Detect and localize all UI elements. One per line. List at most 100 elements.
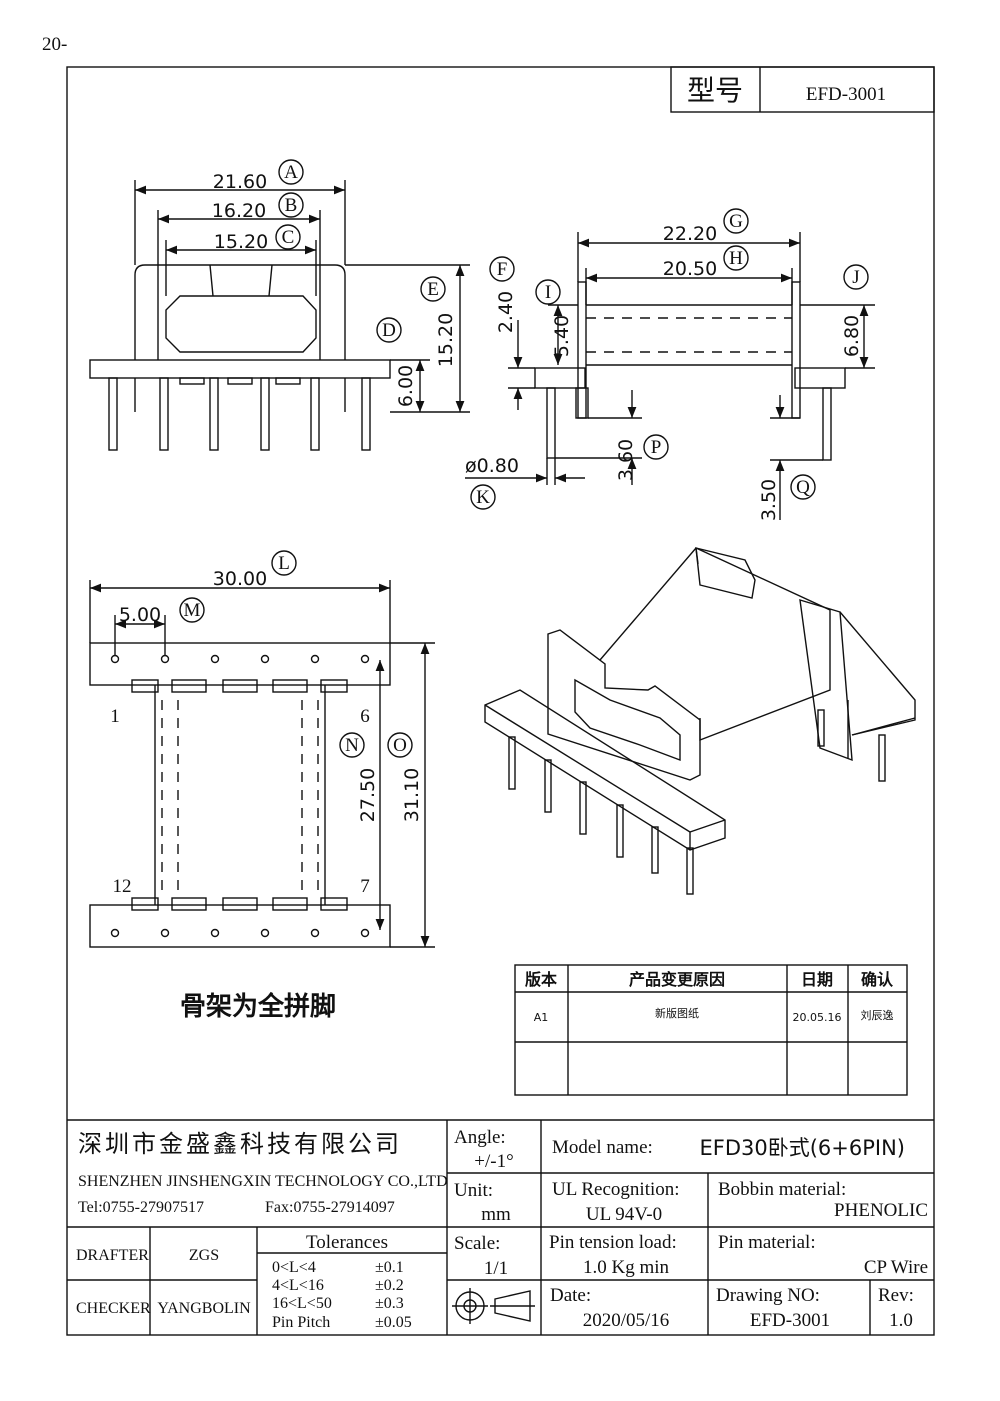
drafter-value: ZGS — [189, 1247, 219, 1264]
marker-d: D — [382, 320, 396, 341]
dim-q-value: 3.50 — [758, 479, 780, 521]
pin-label-7: 7 — [360, 876, 370, 897]
dim-h-value: 20.50 — [663, 258, 717, 280]
scale-value: 1/1 — [484, 1258, 508, 1279]
rev-row-date: 20.05.16 — [793, 1011, 842, 1024]
dim-i-value: 5.40 — [551, 315, 573, 357]
drawing-frame — [66, 66, 935, 1336]
top-view-dimensions — [89, 580, 435, 948]
unit-value: mm — [481, 1204, 511, 1225]
scale-label: Scale: — [454, 1233, 500, 1254]
pin-label-12: 12 — [113, 876, 132, 897]
tolerances-title: Tolerances — [306, 1232, 388, 1253]
marker-h: H — [729, 248, 743, 269]
marker-m: M — [184, 600, 201, 621]
marker-o: O — [393, 735, 407, 756]
rev-row-reason: 新版图纸 — [655, 1006, 699, 1020]
drawing-no-value: EFD-3001 — [750, 1310, 830, 1331]
marker-g: G — [729, 211, 743, 232]
marker-i: I — [545, 282, 551, 303]
tolerance-value-4: ±0.05 — [375, 1314, 412, 1331]
dim-f-value: 2.40 — [495, 291, 517, 333]
dim-j-value: 6.80 — [841, 315, 863, 357]
marker-l: L — [278, 553, 290, 574]
revision-table — [514, 964, 908, 1096]
marker-b: B — [285, 195, 298, 216]
model-box: 型号 EFD-3001 — [670, 66, 935, 113]
pin-material-label: Pin material: — [718, 1232, 816, 1253]
front-view — [89, 264, 391, 451]
marker-a: A — [284, 162, 298, 183]
dim-e-value: 15.20 — [435, 313, 457, 367]
pin-tension-label: Pin tension load: — [549, 1232, 677, 1253]
dim-n-value: 27.50 — [357, 768, 379, 822]
drafter-label: DRAFTER — [76, 1247, 149, 1264]
marker-p: P — [651, 437, 662, 458]
marker-c: C — [282, 227, 295, 248]
isometric-view — [484, 547, 916, 895]
marker-j: J — [852, 267, 859, 288]
model-name-value: EFD30卧式(6+6PIN) — [699, 1136, 905, 1160]
rev-value: 1.0 — [889, 1310, 913, 1331]
ul-label: UL Recognition: — [552, 1179, 680, 1200]
rev-label: Rev: — [878, 1285, 914, 1306]
side-view — [534, 281, 846, 461]
tolerance-range-3: 16<L<50 — [272, 1295, 332, 1312]
rev-header-date: 日期 — [801, 970, 833, 989]
dim-l-value: 30.00 — [213, 568, 267, 590]
marker-q: Q — [796, 477, 810, 498]
company-tel: Tel:0755-27907517 — [78, 1199, 204, 1216]
model-box-value: EFD-3001 — [806, 84, 886, 105]
company-name-cn: 深圳市金盛鑫科技有限公司 — [78, 1130, 402, 1158]
marker-n: N — [345, 735, 359, 756]
rev-row-confirm: 刘辰逸 — [861, 1009, 894, 1022]
top-view — [89, 642, 391, 948]
bobbin-note: 骨架为全拼脚 — [180, 991, 336, 1022]
ul-value: UL 94V-0 — [586, 1204, 662, 1225]
marker-e: E — [427, 279, 439, 300]
drawing-no-label: Drawing NO: — [716, 1285, 820, 1306]
unit-label: Unit: — [454, 1180, 493, 1201]
dim-a-value: 21.60 — [213, 171, 267, 193]
dim-o-value: 31.10 — [401, 768, 423, 822]
checker-label: CHECKER — [76, 1300, 151, 1317]
company-fax: Fax:0755-27914097 — [265, 1199, 395, 1216]
angle-value: +/-1° — [474, 1151, 513, 1172]
dim-m-value: 5.00 — [119, 604, 161, 626]
tolerance-value-1: ±0.1 — [375, 1259, 404, 1276]
pin-label-1: 1 — [110, 706, 120, 727]
rev-header-reason: 产品变更原因 — [629, 970, 725, 989]
bobbin-material-value: PHENOLIC — [834, 1200, 928, 1221]
front-view-dimensions — [134, 180, 470, 413]
model-box-label: 型号 — [687, 74, 743, 107]
title-block — [67, 1119, 934, 1335]
dimension-markers: A B C D E F G H I J K P Q L M N O — [179, 159, 869, 758]
pin-label-6: 6 — [360, 706, 370, 727]
marker-k: K — [476, 487, 490, 508]
rev-row-version: A1 — [534, 1011, 549, 1024]
angle-label: Angle: — [454, 1127, 506, 1148]
marker-f: F — [497, 259, 508, 280]
bobbin-material-label: Bobbin material: — [718, 1179, 846, 1200]
tolerance-value-2: ±0.2 — [375, 1277, 404, 1294]
rev-header-version: 版本 — [524, 970, 557, 989]
tolerance-range-2: 4<L<16 — [272, 1277, 324, 1294]
date-value: 2020/05/16 — [583, 1310, 670, 1331]
rev-header-confirm: 确认 — [861, 970, 894, 989]
model-name-label: Model name: — [552, 1137, 653, 1158]
page-number: 20- — [42, 34, 67, 55]
checker-value: YANGBOLIN — [157, 1300, 251, 1317]
company-name-en: SHENZHEN JINSHENGXIN TECHNOLOGY CO.,LTD — [78, 1173, 448, 1190]
dim-g-value: 22.20 — [663, 223, 717, 245]
side-view-dimensions — [465, 232, 875, 520]
dim-k-value: ø0.80 — [465, 455, 519, 477]
dim-d-value: 6.00 — [395, 365, 417, 407]
date-label: Date: — [550, 1285, 591, 1306]
dim-b-value: 16.20 — [212, 200, 266, 222]
pin-tension-value: 1.0 Kg min — [583, 1257, 670, 1278]
tolerance-range-1: 0<L<4 — [272, 1259, 316, 1276]
tolerance-value-3: ±0.3 — [375, 1295, 404, 1312]
tolerance-range-4: Pin Pitch — [272, 1314, 330, 1331]
